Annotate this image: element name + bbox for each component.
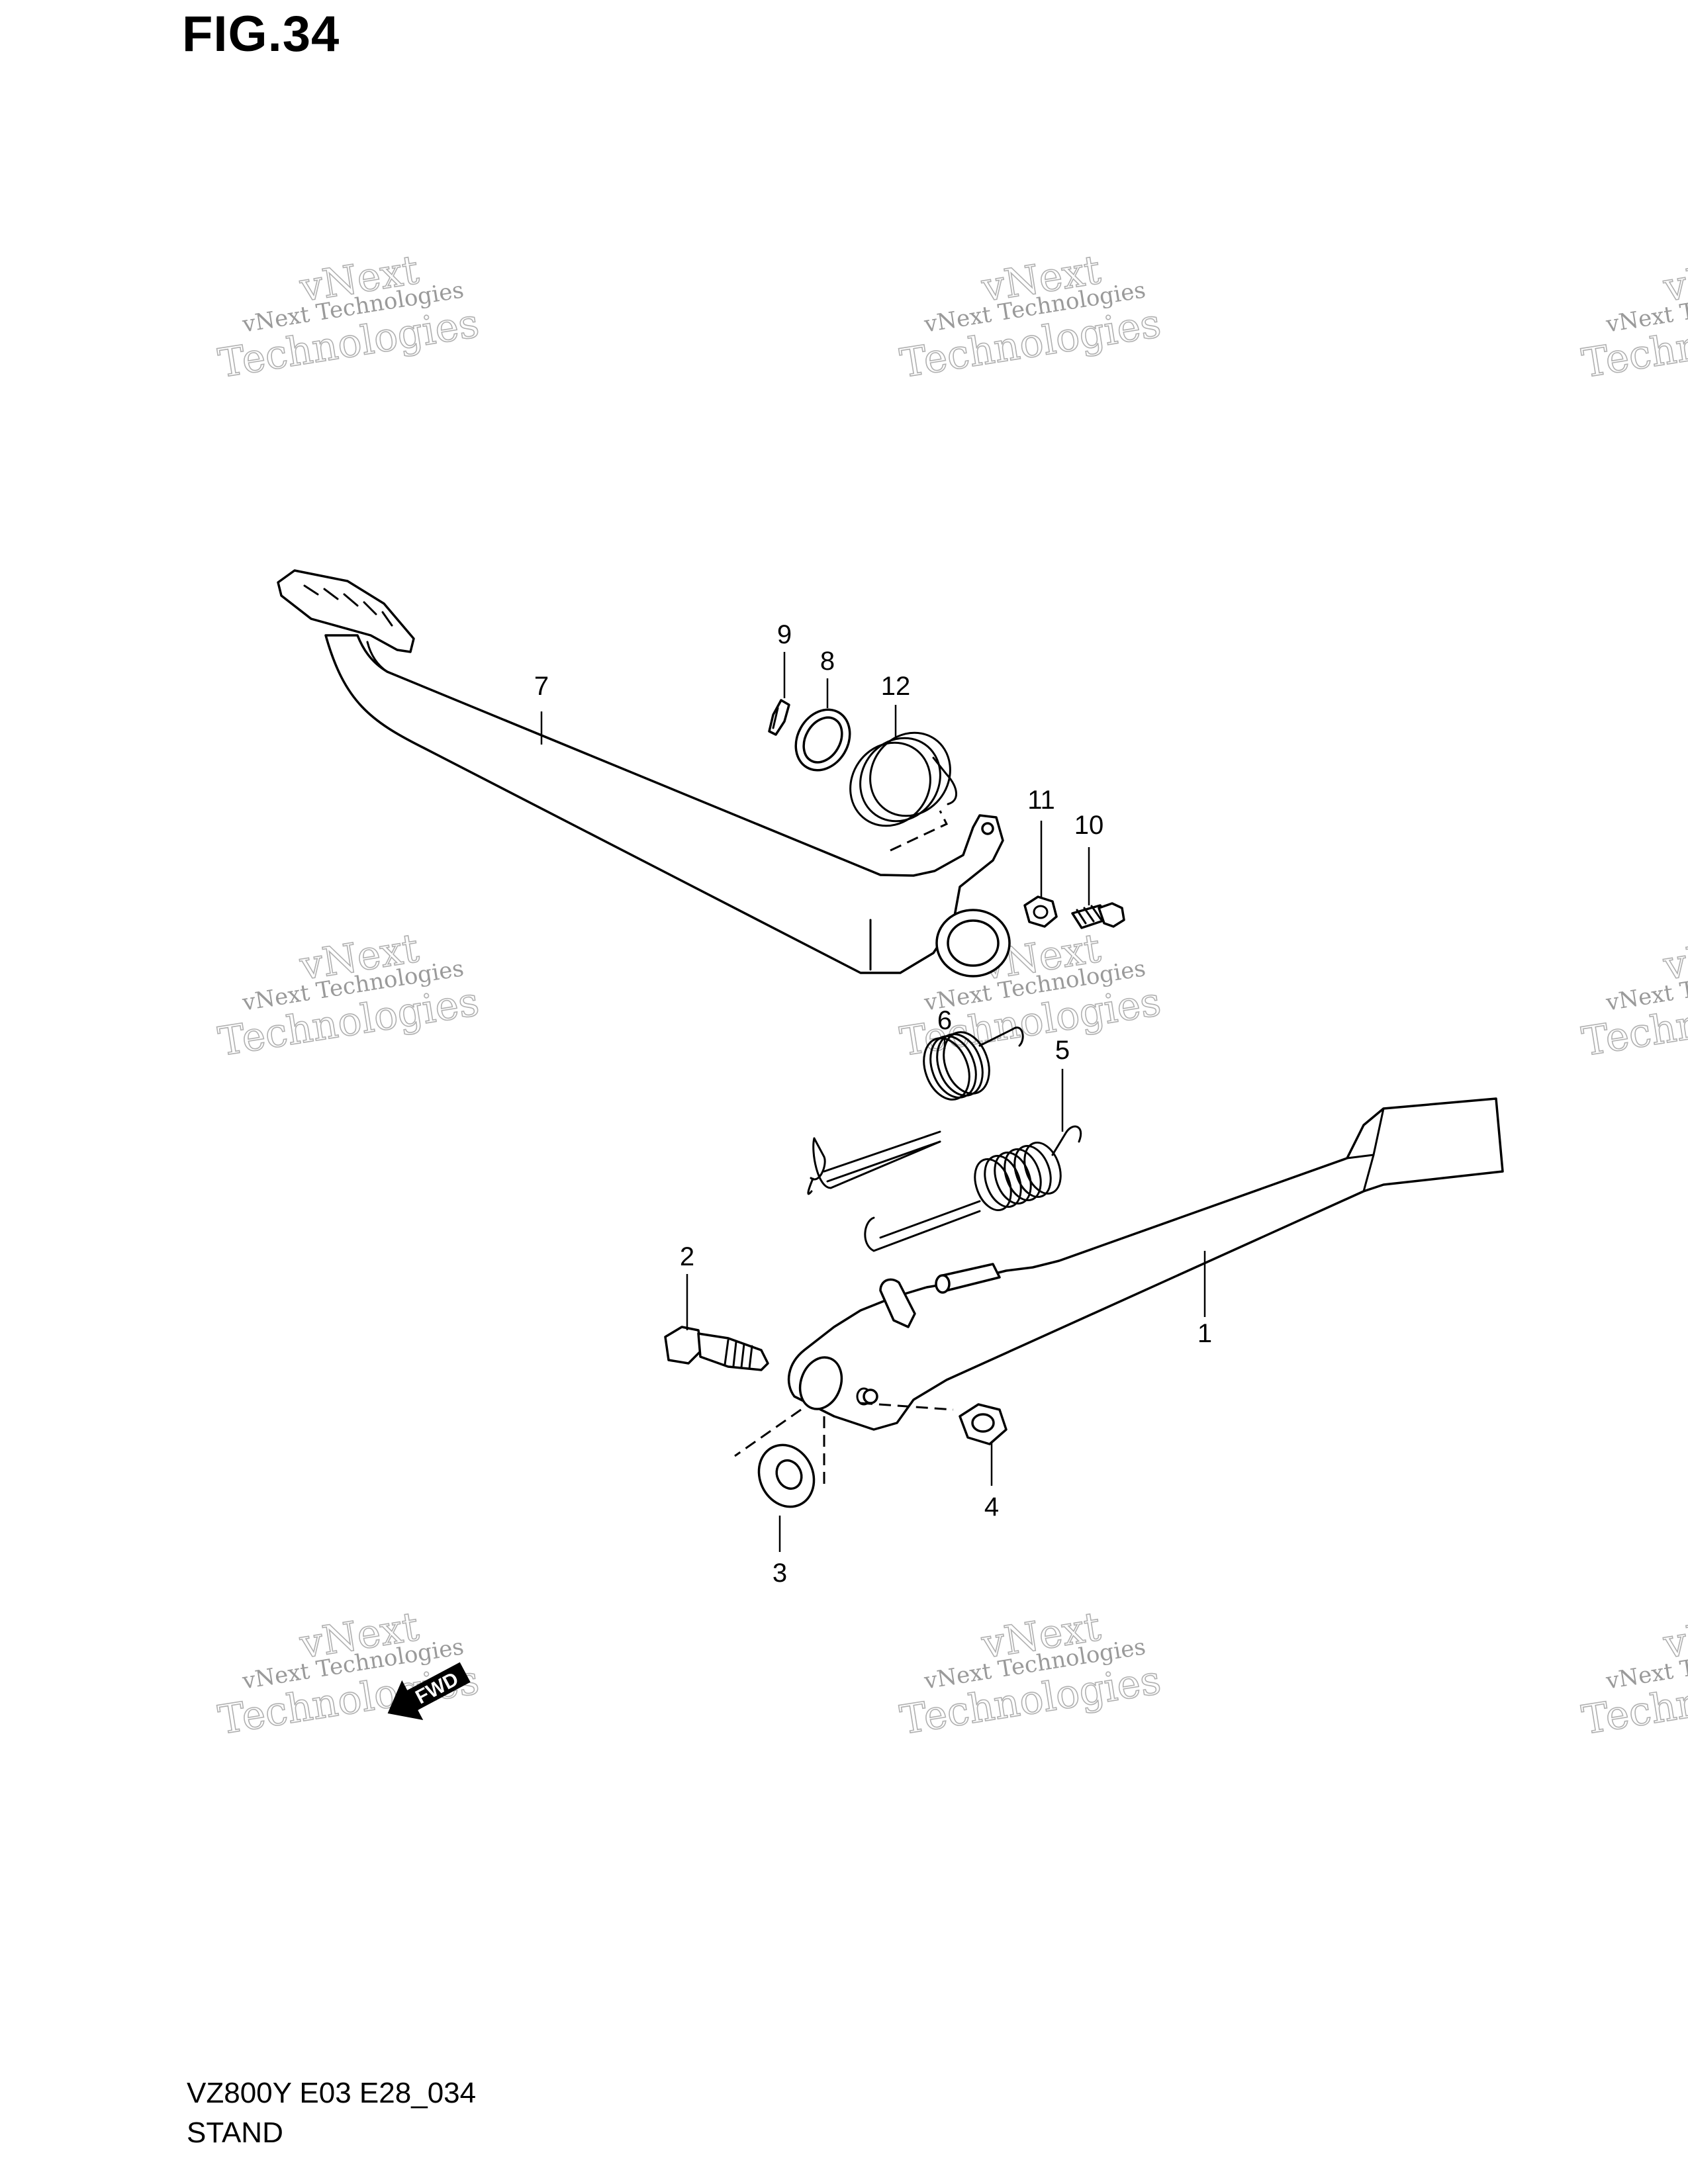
callout-labels: 7 9 8 12 11 10 6 5 1 2 3 4 <box>534 620 1212 1588</box>
callout-8: 8 <box>820 647 835 676</box>
section-name: STAND <box>187 2116 283 2149</box>
callout-2: 2 <box>680 1242 694 1271</box>
part-6-stand-spring <box>807 1026 1024 1195</box>
part-1-side-stand <box>734 1097 1504 1489</box>
part-12-return-spring <box>849 731 957 827</box>
part-9-cotter-pin <box>768 699 790 736</box>
watermark: vNext vNext Technologies Technologies <box>214 925 483 1066</box>
watermark: vNext vNext Technologies Technologies <box>214 246 483 388</box>
callout-1: 1 <box>1197 1319 1212 1348</box>
part-2-pivot-bolt <box>664 1326 769 1371</box>
callout-6: 6 <box>937 1006 952 1035</box>
watermark: vNext vNext Technologies Technologies <box>1578 246 1688 388</box>
watermark: vNext vNext Technologies Technologies <box>896 1603 1164 1745</box>
part-5-stand-spring <box>864 1125 1082 1252</box>
figure-title: FIG.34 <box>182 6 340 62</box>
callout-9: 9 <box>777 620 792 649</box>
callout-3: 3 <box>773 1559 787 1588</box>
part-10-bolt <box>1071 902 1125 929</box>
leader-lines <box>540 652 1206 1552</box>
callout-4: 4 <box>984 1492 999 1522</box>
callout-10: 10 <box>1074 811 1104 840</box>
watermark-grid: vNext vNext Technologies Technologies vN… <box>214 246 1688 1745</box>
part-7-brake-pedal <box>277 569 1011 978</box>
model-code: VZ800Y E03 E28_034 <box>187 2077 477 2109</box>
callout-5: 5 <box>1055 1036 1070 1065</box>
watermark: vNext vNext Technologies Technologies <box>1578 1603 1688 1745</box>
part-8-washer <box>794 708 851 772</box>
part-3-washer <box>757 1443 816 1508</box>
part-4-nut <box>959 1403 1008 1445</box>
callout-7: 7 <box>534 672 549 701</box>
watermark: vNext vNext Technologies Technologies <box>896 246 1164 388</box>
part-11-nut <box>1023 895 1058 928</box>
watermark: vNext vNext Technologies Technologies <box>214 1603 483 1745</box>
callout-11: 11 <box>1027 786 1055 815</box>
callout-12: 12 <box>881 672 911 701</box>
watermark: vNext vNext Technologies Technologies <box>1578 925 1688 1066</box>
